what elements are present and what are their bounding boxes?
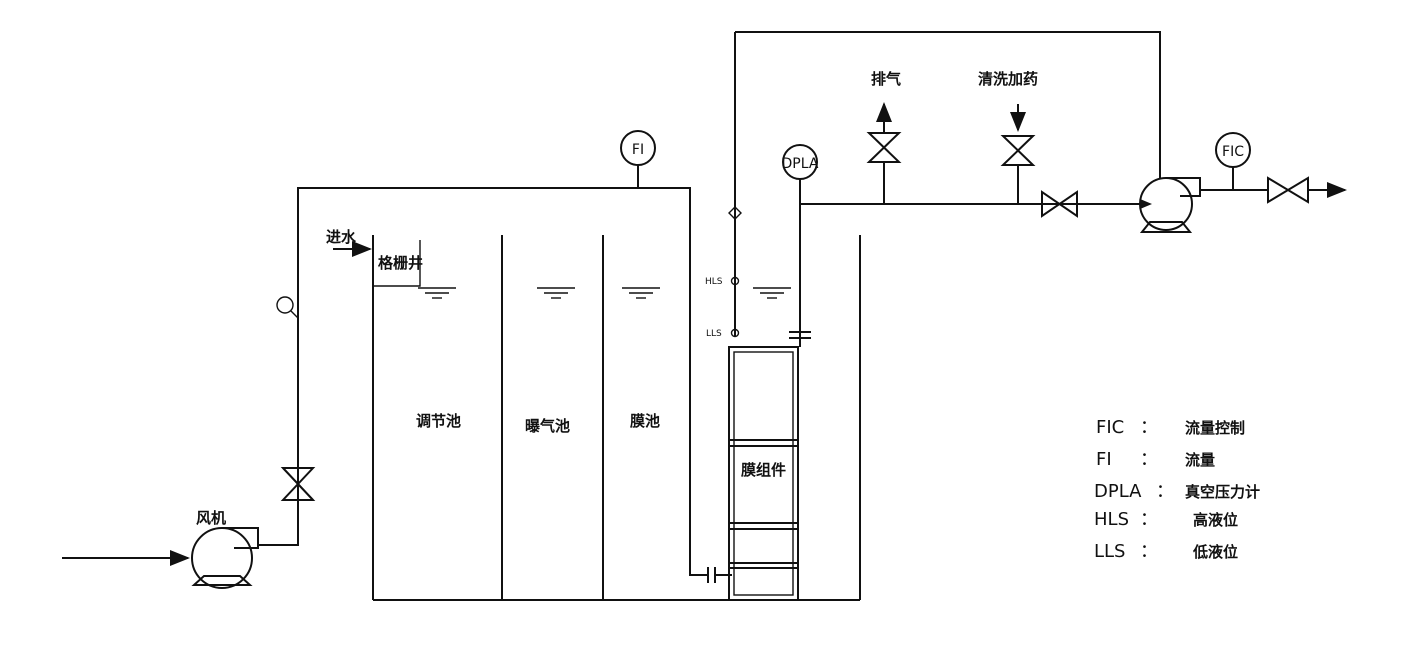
vent-label: 排气 xyxy=(871,70,901,88)
inlet-label: 进水 xyxy=(326,228,357,246)
pump-backflush-line xyxy=(735,31,1161,178)
legend-code: LLS xyxy=(1094,541,1125,562)
vent-valve[interactable] xyxy=(866,102,902,204)
permeate-pipe xyxy=(789,203,1142,347)
legend-separator: ： xyxy=(1156,481,1174,502)
fic-instrument-label: FIC xyxy=(1222,144,1244,160)
hls-label: HLS xyxy=(705,277,723,287)
suction-valve[interactable] xyxy=(1041,190,1078,218)
dpla-instrument: DPLA xyxy=(782,144,819,204)
legend: FIC ： 流量控制 FI ： 流量 DPLA ： 真空压力计 HLS ： 高液… xyxy=(1094,417,1260,562)
legend-desc: 流量 xyxy=(1185,451,1215,469)
membrane-tank-label: 膜池 xyxy=(630,412,660,430)
legend-item: FI ： 流量 xyxy=(1096,449,1215,470)
legend-desc: 流量控制 xyxy=(1185,419,1245,437)
legend-code: FI xyxy=(1096,449,1112,470)
water-level-mark xyxy=(537,287,575,299)
legend-separator: ： xyxy=(1140,449,1158,470)
legend-code: FIC xyxy=(1096,417,1124,438)
legend-desc: 低液位 xyxy=(1192,543,1238,561)
legend-desc: 高液位 xyxy=(1193,511,1238,529)
lls-label: LLS xyxy=(706,329,722,339)
grid-well-label: 格栅井 xyxy=(378,254,423,272)
legend-separator: ： xyxy=(1140,541,1158,562)
legend-item: LLS ： 低液位 xyxy=(1094,541,1238,562)
aeration-tank-label: 曝气池 xyxy=(525,417,570,435)
air-valve[interactable] xyxy=(280,467,316,501)
cleaning-dosing-valve[interactable] xyxy=(1000,104,1036,204)
membrane-module-label: 膜组件 xyxy=(741,461,786,479)
lls-sensor xyxy=(730,328,740,338)
air-pipe xyxy=(258,187,708,576)
hls-sensor xyxy=(730,276,740,286)
water-level-mark xyxy=(753,287,791,299)
legend-desc: 真空压力计 xyxy=(1185,483,1260,501)
equalization-tank-label: 调节池 xyxy=(416,412,461,430)
level-switch-rod xyxy=(728,32,742,336)
water-level-mark xyxy=(418,287,456,299)
legend-code: DPLA xyxy=(1094,481,1142,502)
cleaning-dosing-label: 清洗加药 xyxy=(978,70,1038,88)
blower-label: 风机 xyxy=(196,509,226,527)
legend-item: HLS ： 高液位 xyxy=(1094,509,1238,530)
fi-instrument: FI xyxy=(620,130,656,188)
fi-instrument-label: FI xyxy=(632,142,644,158)
legend-item: DPLA ： 真空压力计 xyxy=(1094,481,1260,502)
water-level-mark xyxy=(622,287,660,299)
blower xyxy=(191,527,259,589)
legend-separator: ： xyxy=(1140,417,1158,438)
legend-code: HLS xyxy=(1094,509,1129,530)
membrane-module xyxy=(728,346,799,601)
legend-item: FIC ： 流量控制 xyxy=(1096,417,1245,438)
fic-instrument: FIC xyxy=(1215,132,1251,190)
discharge-valve[interactable] xyxy=(1267,176,1309,204)
suction-pump xyxy=(1139,177,1201,233)
dpla-instrument-label: DPLA xyxy=(782,156,819,172)
legend-separator: ： xyxy=(1140,509,1158,530)
air-flow-sensor xyxy=(276,296,299,319)
